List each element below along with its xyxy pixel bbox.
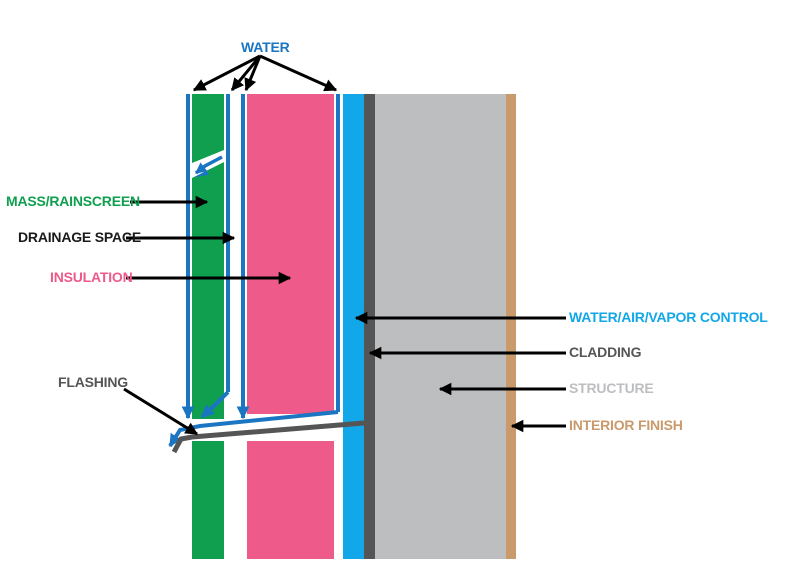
- insulation-lower: [247, 441, 334, 559]
- structure-layer: [375, 94, 506, 559]
- label-cladding: CLADDING: [569, 344, 642, 360]
- label-wavc: WATER/AIR/VAPOR CONTROL: [569, 309, 768, 325]
- notch-water-arrow: [194, 155, 223, 175]
- flashing-layer: [171, 420, 365, 454]
- label-water: WATER: [241, 39, 290, 55]
- label-insulation: INSULATION: [50, 269, 133, 285]
- label-arrows: [123, 54, 566, 436]
- rainscreen-upper: [192, 94, 224, 419]
- rainscreen-lower: [192, 441, 224, 559]
- wavc-layer: [343, 94, 364, 559]
- interior-finish-layer: [506, 94, 516, 559]
- insulation-upper: [247, 94, 334, 414]
- label-structure: STRUCTURE: [569, 380, 654, 396]
- cladding-layer: [364, 94, 375, 559]
- label-flashing: FLASHING: [58, 374, 128, 390]
- label-interior-finish: INTERIOR FINISH: [569, 417, 683, 433]
- label-drainage-space: DRAINAGE SPACE: [18, 229, 141, 245]
- label-mass-rainscreen: MASS/RAINSCREEN: [6, 193, 140, 209]
